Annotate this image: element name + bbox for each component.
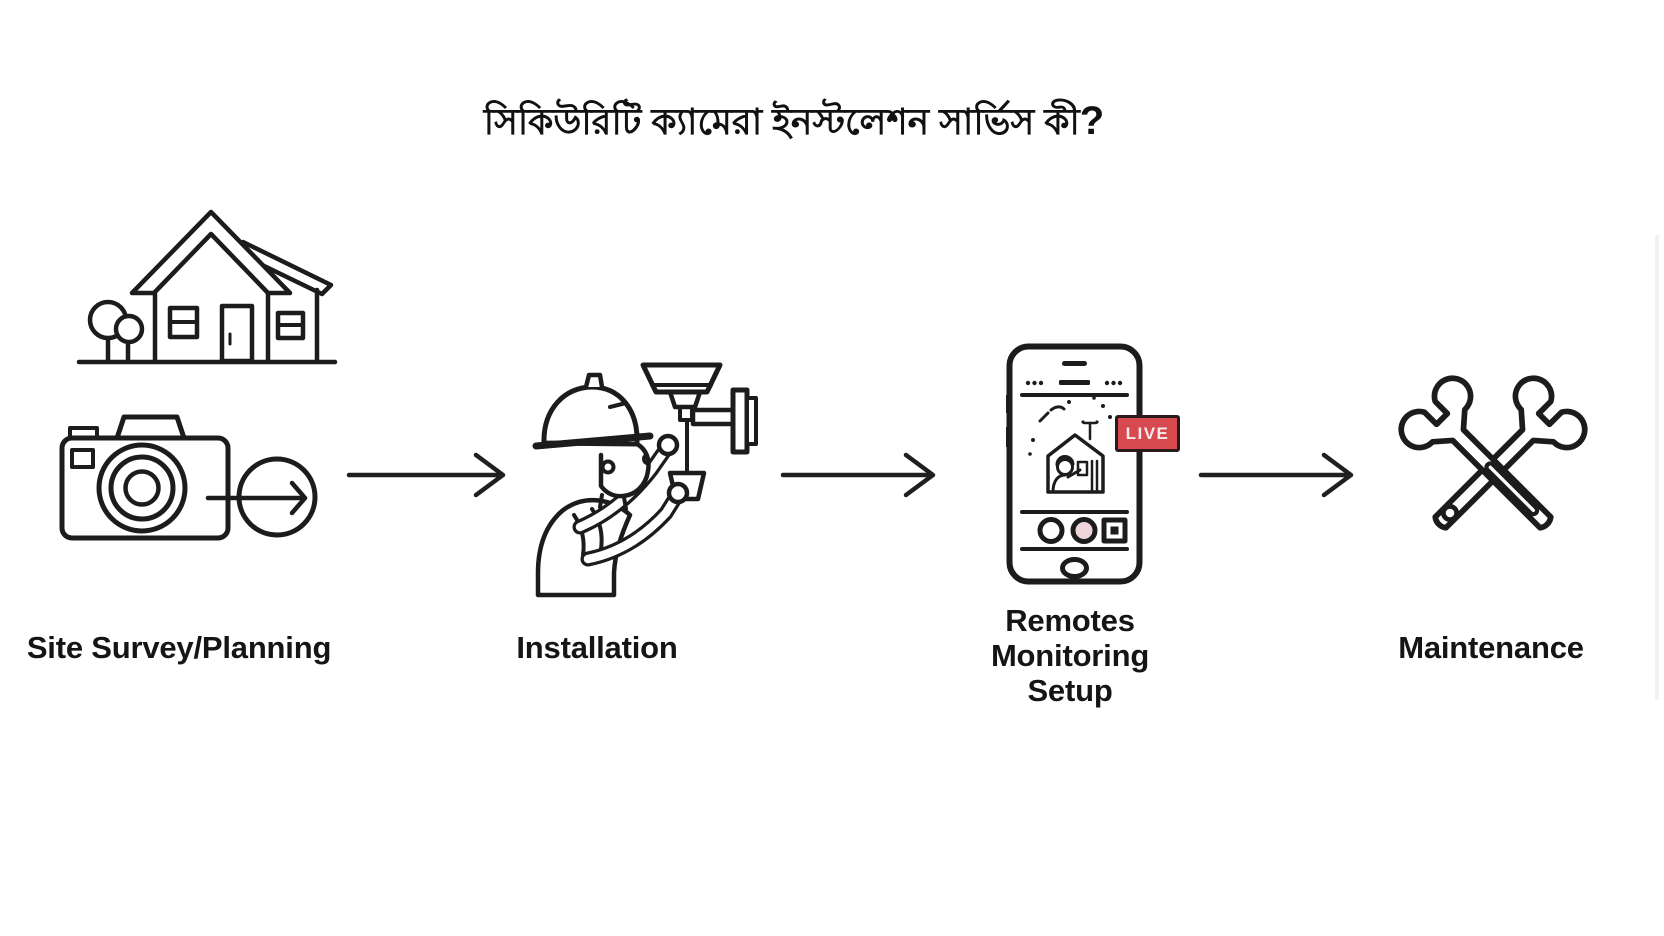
flow-arrow-icon [1198, 452, 1354, 498]
live-badge: LIVE [1115, 415, 1180, 452]
house-icon [76, 209, 338, 365]
tree-icon [87, 299, 145, 364]
speaker-slot [1062, 361, 1087, 366]
page-title-question-mark: ? [1079, 99, 1105, 144]
crossed-wrenches-icon [1398, 375, 1588, 531]
technician-installing-camera-icon [532, 362, 758, 598]
wrench-slotted [1398, 375, 1554, 531]
ceiling-camera-fixture [640, 362, 758, 502]
smartphone-live-view-icon [1006, 343, 1143, 585]
flow-arrow-icon [780, 452, 936, 498]
arrow-circle-icon [205, 456, 318, 538]
page-title: সিকিউরিটি ক্যামেরা ইনস্টলেশন সার্ভিস কী? [394, 96, 1194, 146]
camera-controls [1037, 517, 1128, 544]
step-label-site-survey: Site Survey/Planning [26, 630, 332, 665]
survey-camera-icon [59, 414, 318, 541]
record-button [1070, 517, 1098, 544]
house-body [76, 209, 338, 365]
home-button [1060, 557, 1089, 579]
step-label-remote-monitoring: Remotes Monitoring Setup [990, 603, 1150, 708]
step-label-maintenance: Maintenance [1398, 630, 1584, 665]
step-label-installation: Installation [516, 630, 678, 665]
wrench-open-end [1432, 375, 1588, 531]
page-title-text: সিকিউরিটি ক্যামেরা ইনস্টলেশন সার্ভিস কী [483, 101, 1080, 143]
flow-arrow-icon [346, 452, 506, 498]
right-edge-artifact [1655, 235, 1659, 700]
status-dots [1025, 380, 1123, 386]
screen-sketch [1028, 396, 1112, 494]
technician-figure [532, 372, 690, 598]
